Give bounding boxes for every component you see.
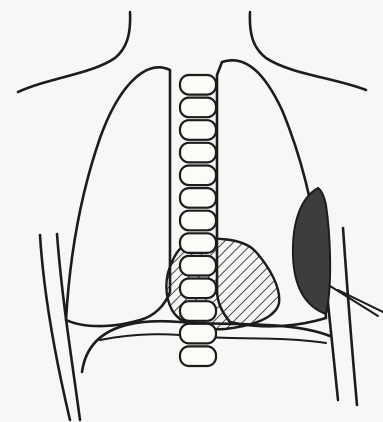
vertebra	[180, 346, 216, 366]
vertebra	[180, 324, 216, 344]
vertebra	[180, 188, 216, 208]
vertebra	[180, 166, 216, 186]
vertebra	[180, 98, 216, 118]
vertebra	[180, 211, 216, 231]
vertebra	[180, 301, 216, 321]
vertebra	[180, 233, 216, 253]
vertebra	[180, 256, 216, 276]
vertebra	[180, 279, 216, 299]
vertebra	[180, 143, 216, 163]
vertebra	[180, 75, 216, 95]
right-lung	[66, 67, 170, 326]
pleural-lesion-solid	[293, 188, 330, 314]
pointer-line	[330, 286, 383, 316]
vertebra	[180, 120, 216, 140]
